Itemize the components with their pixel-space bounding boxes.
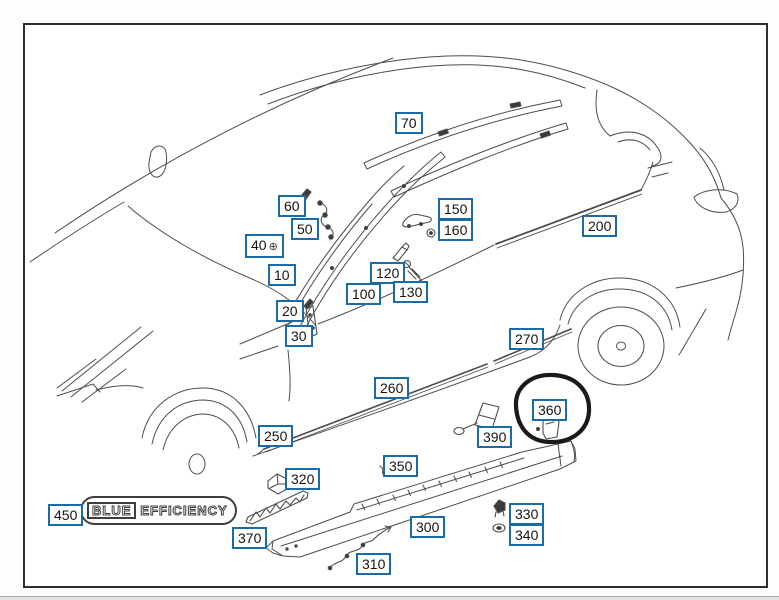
part-label-160[interactable]: 160 xyxy=(438,219,474,241)
part-label-120[interactable]: 120 xyxy=(370,262,406,284)
part-label-260[interactable]: 260 xyxy=(374,377,410,399)
part-label-250[interactable]: 250 xyxy=(258,425,294,447)
part-label-100[interactable]: 100 xyxy=(346,283,382,305)
highlight-circle-360 xyxy=(513,372,592,445)
roof-molding-drawing xyxy=(363,99,569,198)
part-label-360[interactable]: 360 xyxy=(532,399,568,421)
part-label-20[interactable]: 20 xyxy=(276,300,304,322)
part-label-330[interactable]: 330 xyxy=(509,503,545,525)
part-label-370[interactable]: 370 xyxy=(232,527,268,549)
part-label-200[interactable]: 200 xyxy=(582,215,618,237)
part-label-340[interactable]: 340 xyxy=(509,524,545,546)
part-label-50[interactable]: 50 xyxy=(291,218,319,240)
sill-panel-drawing xyxy=(265,440,577,558)
part-label-30[interactable]: 30 xyxy=(285,325,313,347)
screw-icon: ⊕ xyxy=(268,241,278,253)
part-label-310[interactable]: 310 xyxy=(356,553,392,575)
part-label-150[interactable]: 150 xyxy=(438,198,474,220)
part-label-10[interactable]: 10 xyxy=(268,264,296,286)
badge-text-blue: BLUE xyxy=(87,502,137,519)
clip-parts-drawing xyxy=(297,188,436,338)
window-bottom-edge xyxy=(0,596,779,600)
part-label-320[interactable]: 320 xyxy=(285,468,321,490)
badge-text-efficiency: EFFICIENCY xyxy=(140,503,228,518)
part-label-390[interactable]: 390 xyxy=(477,426,513,448)
part-label-270[interactable]: 270 xyxy=(509,328,545,350)
part-label-40[interactable]: 40⊕ xyxy=(245,234,284,258)
part-label-60[interactable]: 60 xyxy=(278,195,306,217)
part-label-450[interactable]: 450 xyxy=(48,504,84,526)
part-label-130[interactable]: 130 xyxy=(393,281,429,303)
blue-efficiency-badge: BLUE EFFICIENCY xyxy=(80,496,237,525)
part-label-70[interactable]: 70 xyxy=(395,112,423,134)
part-label-350[interactable]: 350 xyxy=(383,455,419,477)
part-label-300[interactable]: 300 xyxy=(410,516,446,538)
car-body-drawing xyxy=(29,55,745,475)
